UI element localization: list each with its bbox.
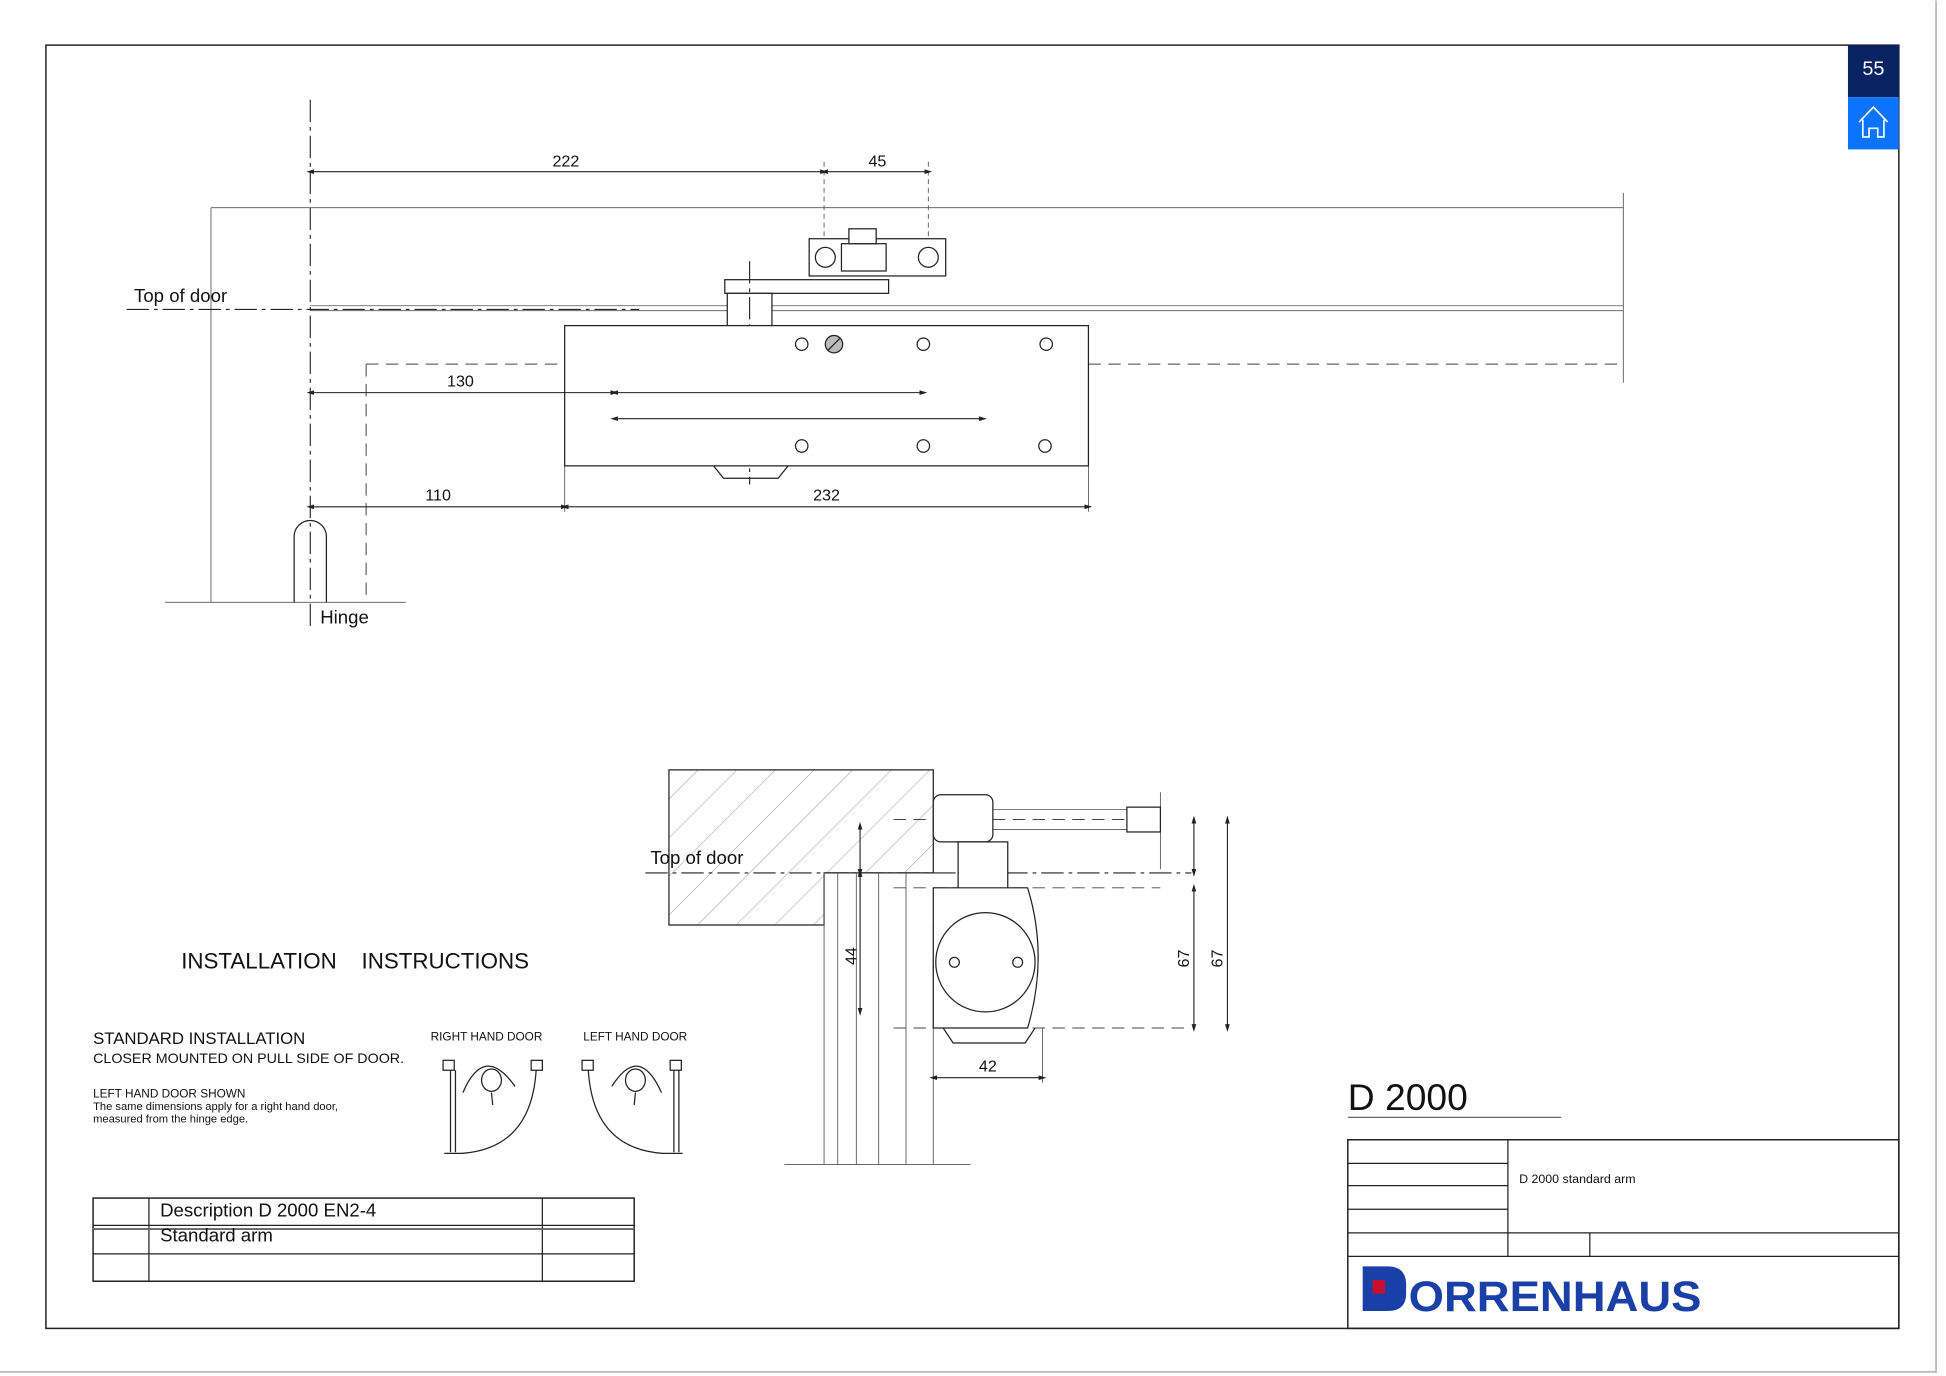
dim-42: 42	[979, 1057, 997, 1075]
page-number-badge: 55	[1847, 45, 1899, 98]
description-table	[92, 1197, 635, 1282]
dorrenhaus-logo: ORRENHAUS	[1362, 1266, 1702, 1320]
side-view-drawing	[645, 769, 1230, 1166]
home-icon	[1858, 106, 1889, 138]
dim-44: 44	[842, 947, 860, 965]
dim-67-inner: 67	[1175, 950, 1193, 968]
standard-installation: STANDARD INSTALLATION	[93, 1029, 305, 1048]
right-hand-door-diagram	[442, 1059, 543, 1155]
dim-232: 232	[813, 487, 840, 505]
page-number: 55	[1862, 58, 1884, 80]
drawing-frame	[45, 44, 1900, 1330]
title-block-description: D 2000 standard arm	[1519, 1172, 1636, 1186]
product-title: D 2000	[1348, 1076, 1468, 1118]
left-hand-shown: LEFT HAND DOOR SHOWN	[93, 1088, 245, 1101]
closer-mounted-text: CLOSER MOUNTED ON PULL SIDE OF DOOR.	[93, 1051, 404, 1067]
dim-130: 130	[447, 372, 474, 390]
same-dimensions-line1: The same dimensions apply for a right ha…	[93, 1101, 338, 1113]
description-row-1: Description D 2000 EN2-4	[160, 1200, 376, 1221]
instructions-title: INSTALLATION INSTRUCTIONS	[181, 948, 529, 973]
right-hand-door-label: RIGHT HAND DOOR	[431, 1030, 543, 1043]
left-hand-door-label: LEFT HAND DOOR	[583, 1030, 687, 1043]
title-block	[1347, 1139, 1900, 1330]
dim-222: 222	[552, 153, 579, 171]
home-button[interactable]	[1847, 97, 1899, 150]
top-of-door-label: Top of door	[134, 285, 227, 306]
hinge-label: Hinge	[320, 606, 369, 627]
dim-67-outer: 67	[1208, 950, 1226, 968]
dim-110: 110	[425, 487, 451, 505]
left-hand-door-diagram	[581, 1059, 683, 1155]
side-top-of-door-label: Top of door	[650, 847, 743, 868]
same-dimensions-line2: measured from the hinge edge.	[93, 1113, 248, 1125]
top-view-drawing	[126, 99, 1624, 628]
description-row-2: Standard arm	[160, 1225, 273, 1246]
svg-text:ORRENHAUS: ORRENHAUS	[1409, 1273, 1702, 1320]
dim-45: 45	[868, 153, 886, 171]
